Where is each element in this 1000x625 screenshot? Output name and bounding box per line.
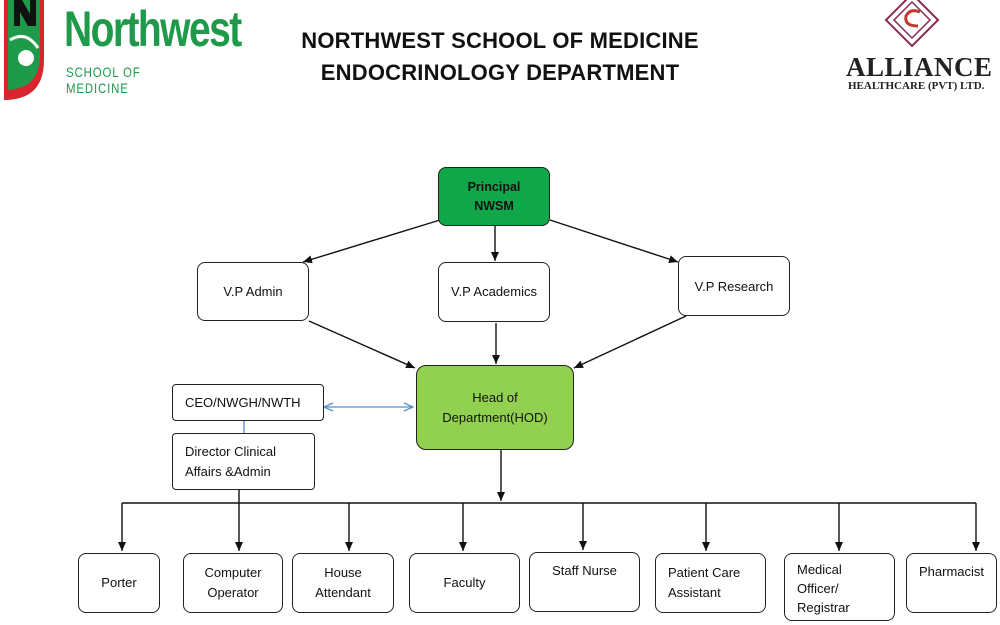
staff-box-pharmacist: Pharmacist: [906, 553, 997, 613]
alliance-emblem-icon: [884, 0, 940, 48]
staff-box-house-attendant: House Attendant: [292, 553, 394, 613]
staff-box-faculty: Faculty: [409, 553, 520, 613]
vp-research-box: V.P Research: [678, 256, 790, 316]
vp-academics-box: V.P Academics: [438, 262, 550, 322]
arrow-principal-vp-admin: [302, 219, 441, 264]
alliance-logo: ALLIANCE HEALTHCARE (PVT) LTD.: [838, 0, 1000, 100]
northwest-logo-subtitle: SCHOOL OF MEDICINE: [66, 64, 141, 96]
staff-box-medical-officer: Medical Officer/ Registrar: [784, 553, 895, 621]
arrow-principal-vp-research: [549, 219, 679, 263]
northwest-logo: Northwest SCHOOL OF MEDICINE: [0, 0, 242, 105]
staff-box-staff-nurse: Staff Nurse: [529, 552, 640, 612]
principal-box: Principal NWSM: [438, 167, 550, 226]
vp-admin-box: V.P Admin: [197, 262, 309, 321]
alliance-logo-subtitle: HEALTHCARE (PVT) LTD.: [848, 80, 985, 92]
staff-box-porter: Porter: [78, 553, 160, 613]
arrow-vp-research-hod: [573, 315, 687, 369]
northwest-emblem-icon: [4, 0, 44, 100]
staff-box-computer-operator: Computer Operator: [183, 553, 283, 613]
page-title-line1: NORTHWEST SCHOOL OF MEDICINE: [301, 28, 699, 53]
hod-box: Head of Department(HOD): [416, 365, 574, 450]
northwest-logo-name: Northwest: [64, 1, 242, 57]
arrow-vp-admin-hod: [308, 320, 416, 369]
director-box: Director Clinical Affairs &Admin: [172, 433, 315, 490]
alliance-logo-name: ALLIANCE: [846, 52, 993, 82]
ceo-box: CEO/NWGH/NWTH: [172, 384, 324, 421]
staff-box-patient-care-assistant: Patient Care Assistant: [655, 553, 766, 613]
page-title-line2: ENDOCRINOLOGY DEPARTMENT: [320, 60, 680, 85]
